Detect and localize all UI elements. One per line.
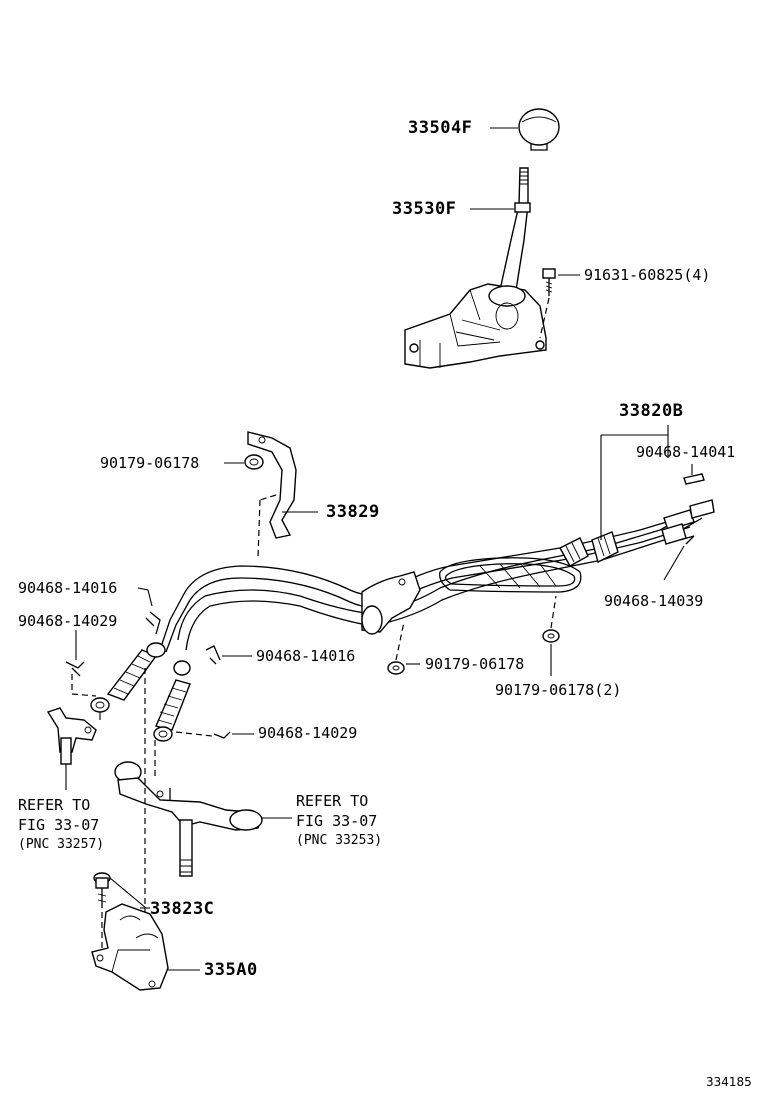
bolt-91631 — [542, 268, 556, 296]
label-90179-top: 90179-06178 — [100, 454, 200, 472]
label-90468-14029-left: 90468-14029 — [18, 612, 118, 630]
bolt-33823c — [93, 872, 111, 908]
shift-lever — [499, 167, 531, 291]
dash-90179-mid — [395, 621, 405, 661]
pin-90468-14029-mid — [213, 731, 231, 739]
shift-lever-right — [114, 761, 263, 877]
figure-number: 334185 — [706, 1075, 752, 1089]
nut-90179-right — [542, 629, 560, 643]
label-90468-14041: 90468-14041 — [636, 443, 736, 461]
pin-90468-14039 — [679, 535, 695, 545]
select-lever-left — [46, 707, 97, 765]
shift-cable-assembly — [90, 499, 715, 742]
reference-left-line1: REFER TO — [18, 796, 91, 814]
label-33530f: 33530F — [392, 199, 457, 219]
leader-90468-14016-left — [137, 587, 153, 607]
label-33829: 33829 — [326, 502, 380, 522]
dash-91631 — [539, 297, 550, 339]
label-90468-14016-left: 90468-14016 — [18, 579, 118, 597]
dash-90468-14029-left — [71, 674, 97, 697]
reference-left-line2: FIG 33-07 — [18, 816, 100, 834]
nut-90179-mid — [387, 661, 405, 675]
label-90179-right: 90179-06178(2) — [495, 681, 622, 699]
clip-90468-14041 — [683, 473, 705, 485]
dash-90179-right — [550, 595, 557, 629]
reference-right-line3: (PNC 33253) — [296, 833, 383, 848]
clip-90468-14016-mid — [205, 645, 221, 665]
reference-right-line2: FIG 33-07 — [296, 812, 378, 830]
label-33820b: 33820B — [619, 401, 684, 421]
label-335a0: 335A0 — [204, 960, 258, 980]
leader-90468-14039 — [663, 545, 685, 581]
label-33504f: 33504F — [408, 118, 473, 138]
cable-bracket — [247, 431, 297, 539]
label-90468-14016-mid: 90468-14016 — [256, 647, 356, 665]
leader-33823c-a — [109, 877, 147, 909]
clip-90468-14016-left — [145, 611, 161, 635]
shift-lever-housing — [404, 283, 547, 369]
nut-90179-top — [244, 454, 264, 470]
label-90468-14039: 90468-14039 — [604, 592, 704, 610]
label-91631: 91631-60825(4) — [584, 266, 711, 284]
label-33823c: 33823C — [150, 899, 215, 919]
shift-knob — [518, 108, 560, 151]
reference-left: REFER TO FIG 33-07 (PNC 33257) — [18, 795, 104, 855]
mounting-bracket — [91, 903, 169, 991]
reference-left-line3: (PNC 33257) — [18, 837, 105, 852]
dash-33829-a — [259, 494, 277, 501]
reference-right: REFER TO FIG 33-07 (PNC 33253) — [296, 791, 382, 851]
label-90179-mid: 90179-06178 — [425, 655, 525, 673]
dash-90468-14029-mid — [175, 731, 213, 737]
dash-33829-b — [257, 499, 261, 559]
label-90468-14029-mid: 90468-14029 — [258, 724, 358, 742]
reference-right-line1: REFER TO — [296, 792, 369, 810]
pin-90468-14029-left — [65, 661, 85, 677]
